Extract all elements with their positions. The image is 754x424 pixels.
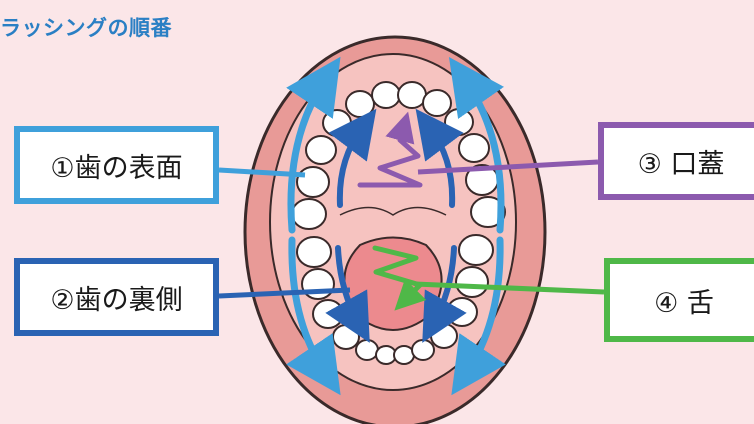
label-palate: ③ 口蓋 xyxy=(598,122,754,200)
label-teeth-back: ②歯の裏側 xyxy=(14,258,219,336)
label-tongue: ④ 舌 xyxy=(604,258,754,342)
label-teeth-surface: ①歯の表面 xyxy=(14,126,219,204)
